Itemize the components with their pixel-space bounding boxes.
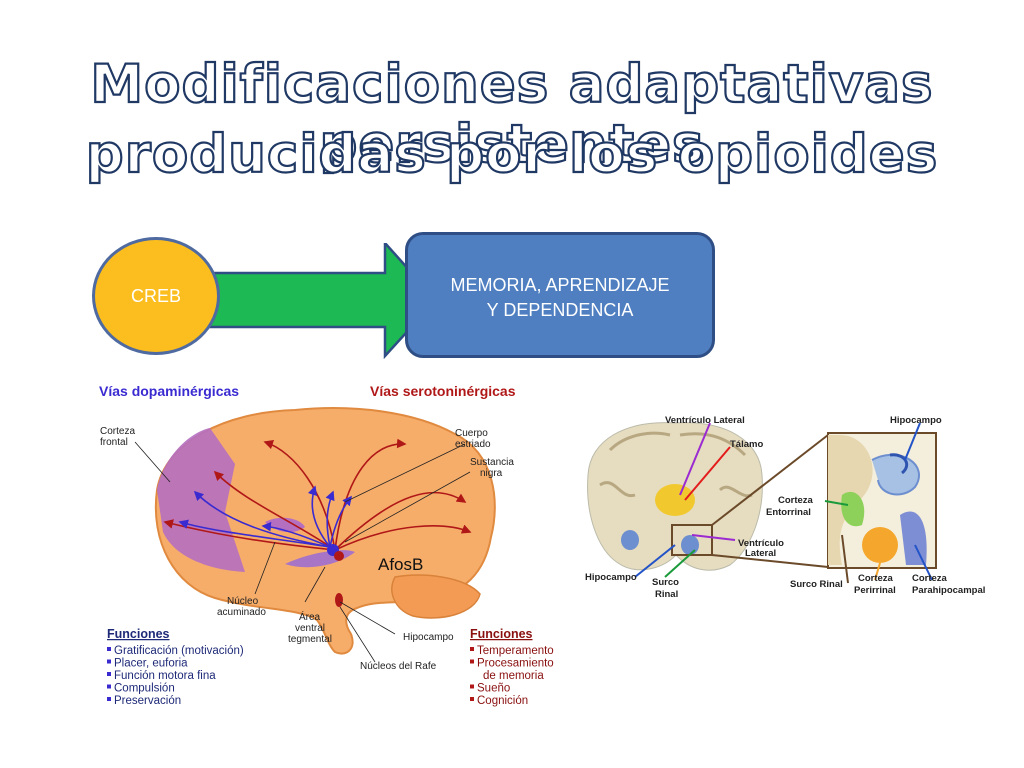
bullet-icon [470, 684, 474, 689]
bullet-icon [470, 647, 474, 651]
hippocampus-left-region [621, 530, 639, 550]
creb-label: CREB [130, 285, 181, 306]
bullet-icon [107, 659, 111, 664]
label-corteza-entorrinal-2: Entorrinal [766, 507, 811, 518]
label-talamo: Tálamo [730, 439, 763, 450]
zoom-box [671, 524, 713, 556]
fr-item: Temperamento [477, 645, 554, 657]
fl-item: Preservación [114, 695, 181, 707]
label-ventral: ventral [295, 623, 325, 634]
label-rinal: Rinal [655, 589, 678, 600]
funciones-right-title: Funciones [470, 627, 533, 641]
label-corteza: Corteza [100, 426, 135, 437]
memory-box-line-2: Y DEPENDENCIA [486, 300, 634, 320]
fr-item: Procesamiento [477, 658, 554, 670]
label-hipocampo-left: Hipocampo [585, 572, 637, 583]
label-surco: Surco [652, 577, 679, 588]
label-area: Área [299, 610, 321, 623]
label-cuerpo: Cuerpo [455, 428, 488, 439]
creb-circle: CREB [92, 237, 220, 355]
raphe-dot [334, 551, 344, 561]
hippocampus-figure: Ventrículo Lateral Tálamo Ventrículo Lat… [585, 415, 985, 600]
perirhinal-region [862, 527, 898, 563]
memory-box-line-1: MEMORIA, APRENDIZAJE [450, 275, 670, 295]
label-acuminado: acuminado [217, 607, 266, 618]
thalamus-region [655, 484, 695, 516]
fr-item: Sueño [477, 683, 510, 695]
label-lateral: Lateral [745, 548, 776, 559]
label-ventriculo-lateral: Ventrículo Lateral [665, 415, 745, 426]
raphe-lower-dot [335, 593, 343, 607]
label-corteza-parahipocampal-1: Corteza [912, 573, 948, 584]
fr-item: de memoria [483, 670, 544, 682]
funciones-left-title: Funciones [107, 627, 170, 641]
bullet-icon [470, 697, 474, 701]
label-nucleo: Núcleo [227, 596, 259, 607]
fl-item: Compulsión [114, 683, 175, 695]
label-corteza-perirrinal-2: Perirrinal [854, 585, 896, 596]
label-hipocampo-top: Hipocampo [890, 415, 942, 426]
label-tegmental: tegmental [288, 634, 332, 645]
fl-item: Placer, euforia [114, 658, 188, 670]
slide-title-line-1: Modificaciones adaptativas persistentes [89, 53, 934, 175]
label-corteza-perirrinal-1: Corteza [858, 573, 894, 584]
label-corteza-entorrinal-1: Corteza [778, 495, 814, 506]
fl-item: Gratificación (motivación) [114, 645, 244, 657]
bullet-icon [107, 697, 111, 701]
fr-item: Cognición [477, 695, 528, 707]
label-nigra: nigra [480, 468, 503, 479]
label-ventriculo: Ventrículo [738, 538, 784, 549]
label-afosb: AfosB [378, 555, 423, 574]
label-hipocampo: Hipocampo [403, 632, 454, 643]
serotonergic-header: Vías serotoninérgicas [370, 383, 516, 399]
parahippocampal-region [900, 511, 927, 565]
label-surco-rinal: Surco Rinal [790, 579, 843, 590]
bullet-icon [107, 672, 111, 676]
brain-pathways-figure: Vías dopaminérgicas Vías serotoninérgica… [99, 383, 554, 707]
bullet-icon [470, 659, 474, 664]
entorhinal-region [841, 491, 865, 527]
fl-item: Función motora fina [114, 670, 216, 682]
label-corteza-parahipocampal-2: Parahipocampal [912, 585, 985, 596]
label-rafe: Núcleos del Rafe [360, 661, 437, 672]
label-frontal: frontal [100, 437, 128, 448]
memory-box: MEMORIA, APRENDIZAJE Y DEPENDENCIA [405, 232, 715, 358]
bullet-icon [107, 647, 111, 651]
label-sustancia: Sustancia [470, 457, 514, 468]
slide-title-line-2: producidas por los opioides [85, 123, 939, 185]
dopaminergic-header: Vías dopaminérgicas [99, 383, 239, 399]
flow-arrow [200, 243, 438, 359]
bullet-icon [107, 684, 111, 689]
cerebellum-shape [391, 574, 481, 619]
label-estriado: estriado [455, 439, 491, 450]
